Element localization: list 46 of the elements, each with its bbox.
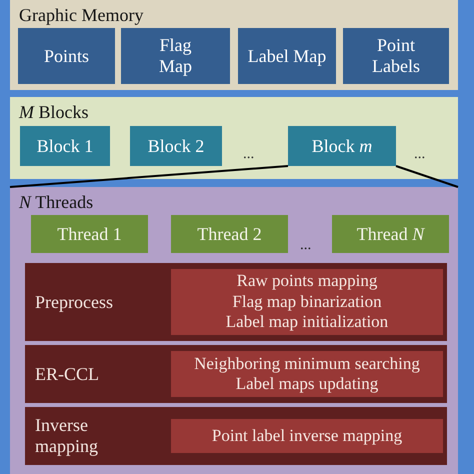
panel-title: N Threads (19, 191, 94, 214)
box-label: Block 1 (36, 134, 94, 158)
task-text: Point label inverse mapping (212, 426, 402, 446)
zoom-line (10, 165, 288, 188)
stage-row (25, 263, 447, 341)
task-text: Flag map binarization (232, 292, 382, 312)
zoom-line (396, 165, 458, 188)
box-label: Thread N (356, 222, 424, 246)
memory-box (121, 28, 230, 84)
box-label: Thread 1 (57, 222, 122, 246)
task-text: Raw points mapping (236, 271, 378, 292)
stage-row (25, 407, 447, 465)
box-label: Flag Map (158, 35, 193, 77)
blocks-panel (10, 97, 458, 179)
box-label: Thread 2 (197, 222, 262, 246)
box-label: Points (44, 46, 90, 66)
block-box (20, 126, 110, 166)
panel-title: Graphic Memory (19, 4, 144, 27)
box-label: Point Labels (371, 35, 421, 77)
stage-label: Inverse mapping (35, 415, 99, 457)
ellipsis: ... (414, 145, 426, 164)
memory-box (18, 28, 115, 84)
task-text: Label map initialization (226, 312, 388, 333)
task-text: Label maps updating (236, 374, 378, 394)
block-box (288, 126, 396, 166)
task-text: Neighboring minimum searching (194, 354, 420, 374)
panel-title: M Blocks (19, 101, 89, 124)
stage-label: Preprocess (35, 292, 113, 312)
box-label: Block 2 (148, 134, 204, 158)
box-label: Block m (312, 134, 372, 158)
stage-label: ER-CCL (35, 364, 100, 384)
ellipsis: ... (243, 145, 254, 164)
memory-panel (10, 0, 458, 90)
task-box (171, 419, 443, 453)
stage-row (25, 345, 447, 403)
box-label: Label Map (248, 46, 326, 66)
thread-box (31, 215, 148, 253)
thread-box (171, 215, 288, 253)
thread-box (332, 215, 449, 253)
task-box (171, 269, 443, 335)
block-box (130, 126, 222, 166)
memory-box (343, 28, 449, 84)
memory-box (238, 28, 336, 84)
threads-panel (10, 187, 458, 474)
ellipsis: ... (300, 236, 312, 255)
task-box (171, 351, 443, 397)
